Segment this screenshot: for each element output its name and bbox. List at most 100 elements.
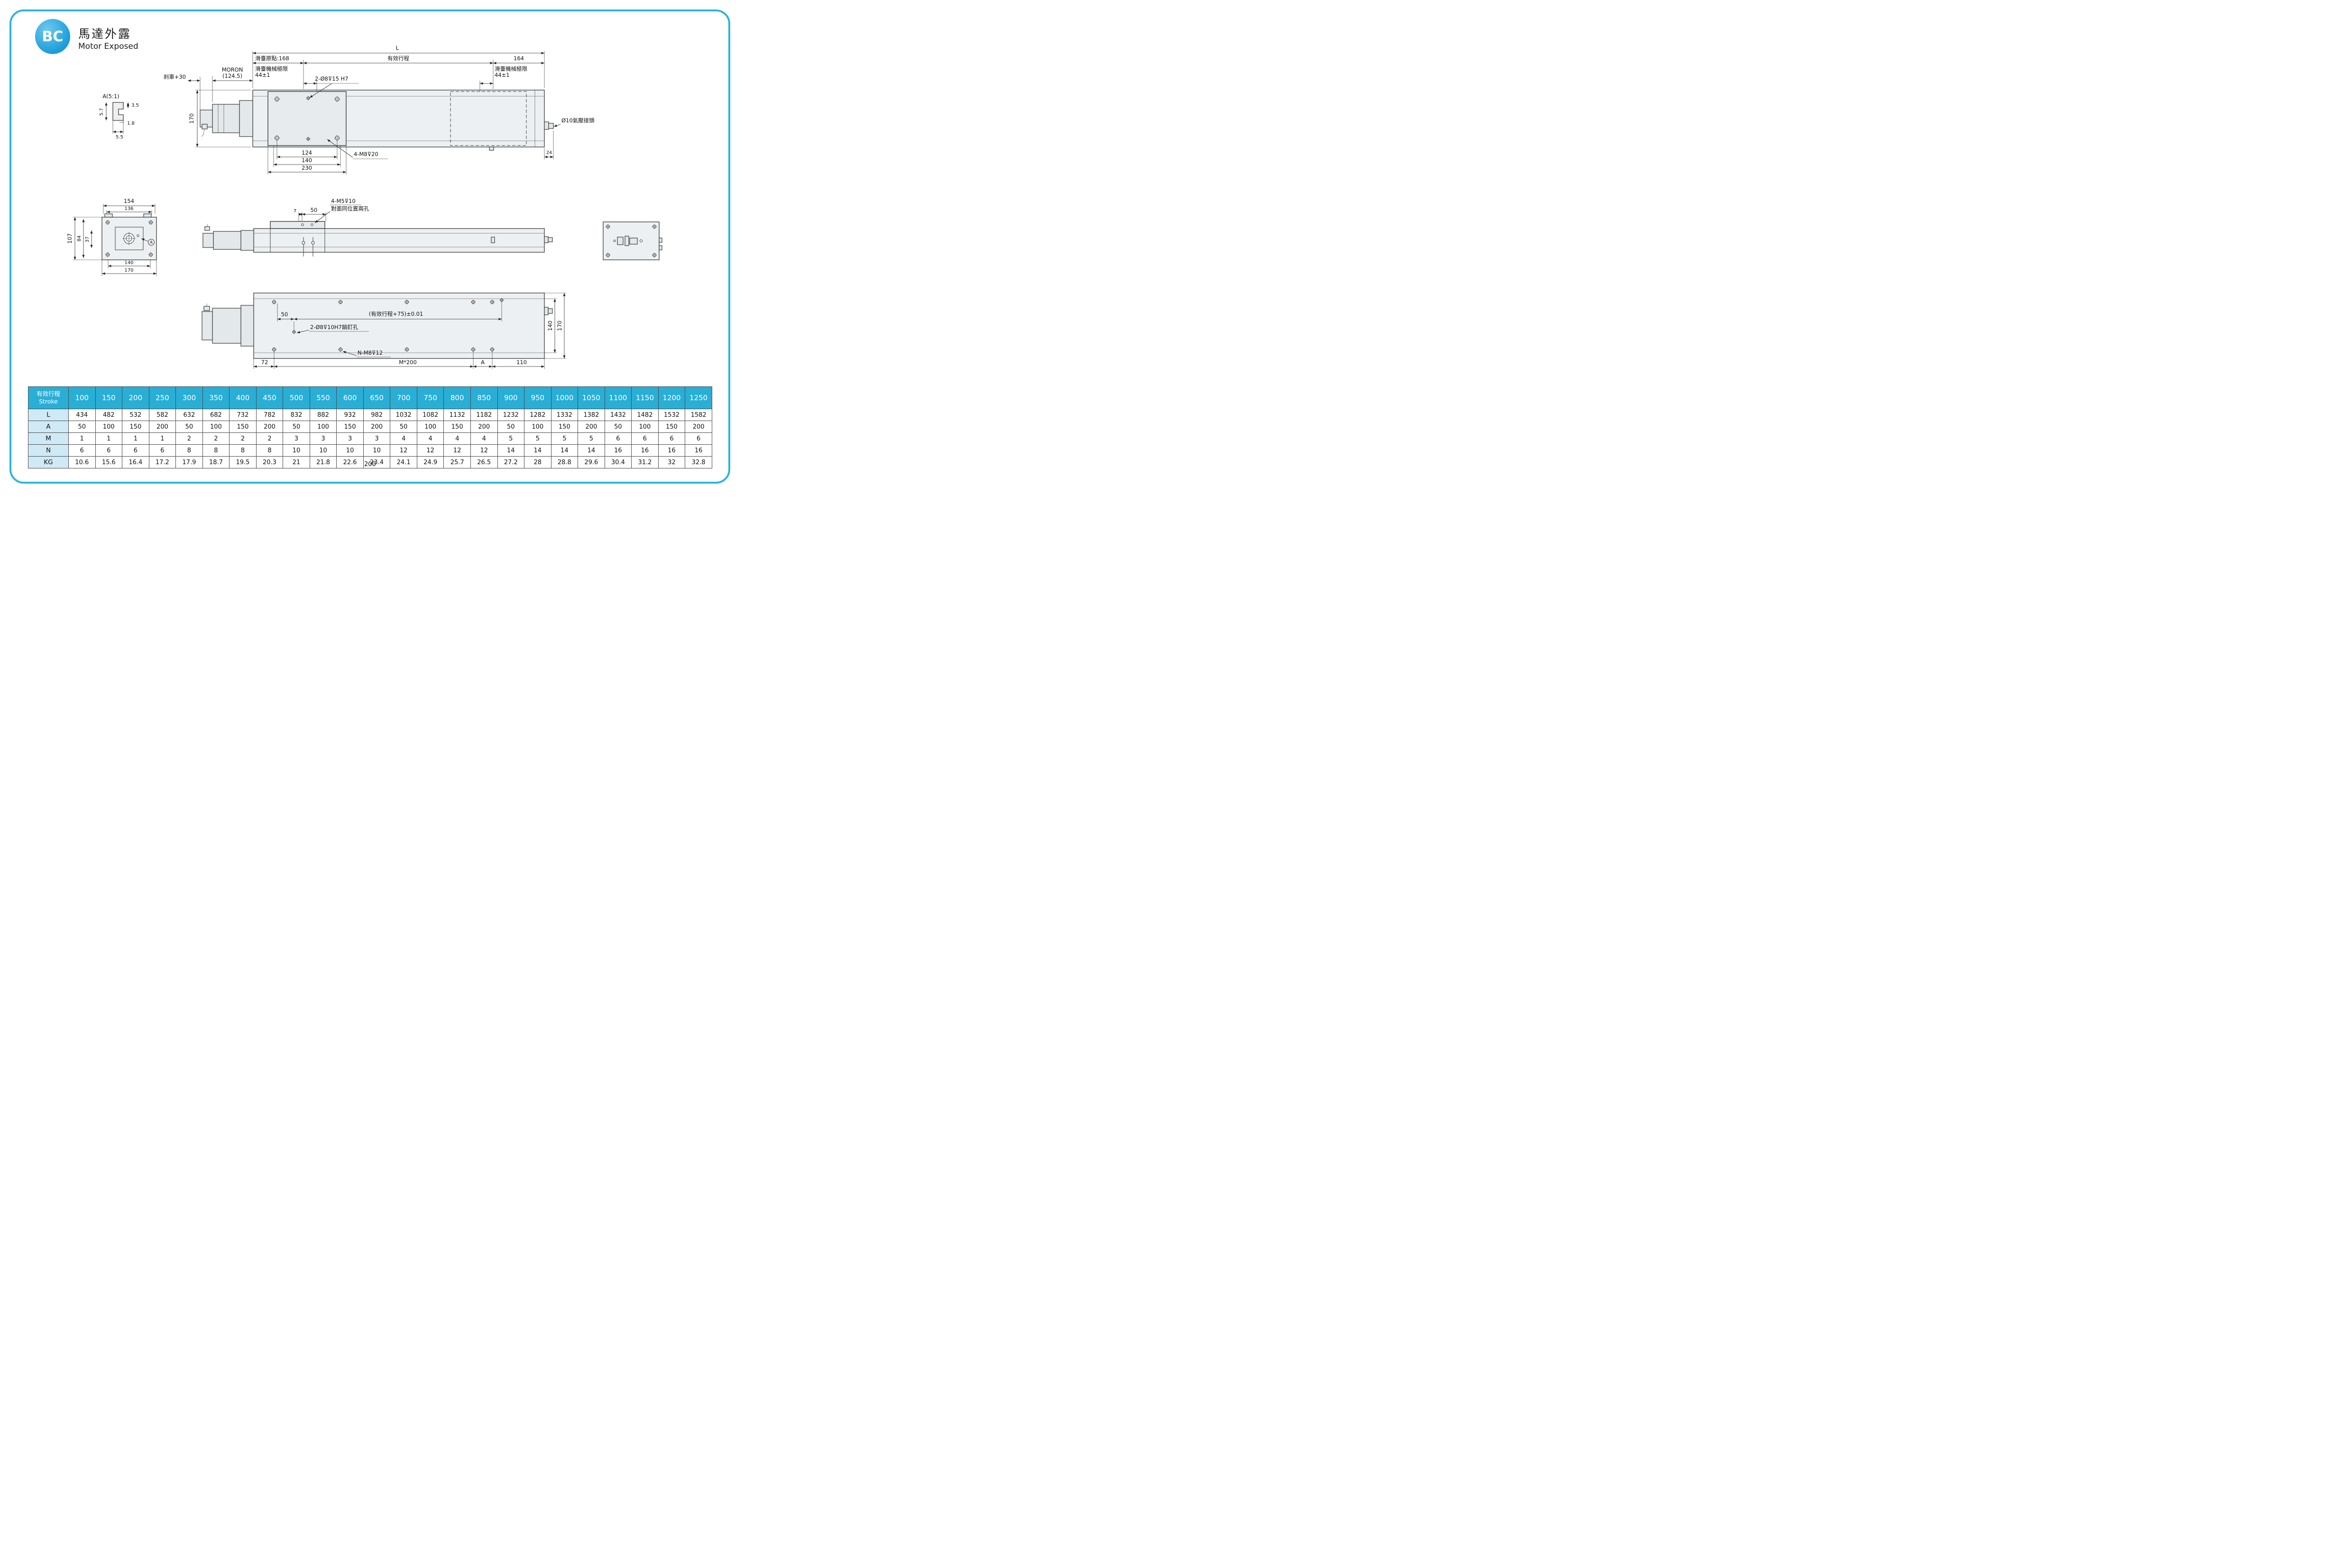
table-cell: 28.8 [551, 456, 579, 468]
table-cell: 17.2 [148, 456, 176, 468]
tap-m5-note: 對面同位置兩孔 [331, 205, 369, 212]
stroke-column-header: 450 [256, 386, 284, 409]
table-cell: 50 [390, 421, 417, 433]
table-cell: 24.9 [416, 456, 444, 468]
row-label-m: M [28, 432, 69, 445]
table-cell: 100 [416, 421, 444, 433]
table-cell: 16 [658, 444, 686, 457]
table-cell: 1332 [551, 409, 579, 421]
stroke-column-header: 400 [229, 386, 257, 409]
dim-140-label: 140 [302, 157, 312, 164]
table-cell: 582 [148, 409, 176, 421]
table-cell: 14 [551, 444, 579, 457]
table-cell: 3 [309, 432, 337, 445]
table-cell: 5 [551, 432, 579, 445]
table-cell: 1582 [685, 409, 712, 421]
table-cell: 6 [95, 444, 123, 457]
table-cell: 482 [95, 409, 123, 421]
table-cell: 23.4 [363, 456, 391, 468]
table-cell: 5 [578, 432, 605, 445]
table-cell: 32.8 [685, 456, 712, 468]
stroke-column-header: 1050 [578, 386, 605, 409]
dim-170-label: 170 [188, 113, 195, 124]
stroke-column-header: 1150 [631, 386, 659, 409]
table-cell: 1032 [390, 409, 417, 421]
table-cell: 16 [631, 444, 659, 457]
stroke-column-header: 800 [443, 386, 471, 409]
table-cell: 10 [283, 444, 310, 457]
right-end-view [603, 221, 662, 260]
stroke-column-header: 1000 [551, 386, 579, 409]
table-cell: 3 [363, 432, 391, 445]
table-cell: 100 [95, 421, 123, 433]
stroke-column-header: 750 [416, 386, 444, 409]
stroke-column-header: 250 [148, 386, 176, 409]
table-cell: 19.5 [229, 456, 257, 468]
table-cell: 1532 [658, 409, 686, 421]
table-cell: 5 [524, 432, 551, 445]
stroke-column-header: 700 [390, 386, 417, 409]
table-cell: 200 [256, 421, 284, 433]
table-cell: 982 [363, 409, 391, 421]
limit-left-line2: 44±1 [255, 72, 270, 78]
table-cell: 150 [229, 421, 257, 433]
left-end-view: A 154 136 107 84 37 140 170 [66, 198, 157, 276]
table-cell: 18.7 [202, 456, 230, 468]
table-cell: 4 [390, 432, 417, 445]
dim-brake-label: 刹車+30 [164, 73, 186, 80]
limit-right-line1: 滑臺機械極限 [495, 65, 527, 72]
dim-107-label: 107 [66, 233, 73, 244]
dowel-holes-label: 2-Ø8⊽15 H7 [315, 75, 349, 82]
table-cell: 27.2 [497, 456, 525, 468]
stroke-column-header: 350 [202, 386, 230, 409]
stroke-column-header: 1250 [685, 386, 712, 409]
table-cell: 2 [202, 432, 230, 445]
table-cell: 150 [551, 421, 579, 433]
table-cell: 26.5 [470, 456, 498, 468]
table-cell: 2 [175, 432, 203, 445]
detail-a-view: A(5:1) 3.5 5.7 1.8 5.5 [99, 93, 139, 140]
dim-motor-label: MORON [222, 66, 243, 73]
page-border [9, 9, 730, 484]
dim-170c-label: 170 [556, 321, 563, 331]
stroke-header-en: Stroke [39, 398, 58, 405]
datasheet-page: BC 馬達外露 Motor Exposed [0, 0, 740, 493]
tap-m8-label: 4-M8⊽20 [354, 151, 378, 157]
dim-136-label: 136 [124, 206, 133, 211]
table-cell: 4 [443, 432, 471, 445]
detail-marker-a: A [150, 240, 153, 245]
row-label-kg: KG [28, 456, 69, 468]
dim-a-label: A [481, 359, 485, 366]
dim-154-label: 154 [124, 198, 134, 204]
table-cell: 1 [148, 432, 176, 445]
table-cell: 100 [524, 421, 551, 433]
table-cell: 434 [68, 409, 96, 421]
dim-170b-label: 170 [124, 268, 133, 273]
table-cell: 1 [68, 432, 96, 445]
table-cell: 12 [470, 444, 498, 457]
table-cell: 16 [685, 444, 712, 457]
dim-motor-length: (124.5) [222, 73, 242, 79]
table-cell: 1132 [443, 409, 471, 421]
dim-origin-label: 滑臺原點:168 [255, 55, 289, 62]
series-badge: BC [35, 19, 70, 54]
dim-84-label: 84 [77, 236, 82, 242]
table-cell: 10 [336, 444, 364, 457]
limit-right-line2: 44±1 [495, 72, 510, 78]
table-cell: 932 [336, 409, 364, 421]
page-subtitle: Motor Exposed [78, 42, 138, 51]
dim-24-label: 24 [546, 150, 552, 156]
dim-50-label: 50 [311, 207, 318, 213]
page-title: 馬達外露 [78, 27, 132, 41]
bottom-view: 50 (有效行程+75)±0.01 2-Ø8⊽10H7銷釘孔 N-M8⊽12 7… [202, 293, 566, 369]
table-cell: 16 [604, 444, 632, 457]
table-cell: 20.3 [256, 456, 284, 468]
dim-230-label: 230 [302, 165, 312, 171]
table-cell: 32 [658, 456, 686, 468]
dowel-pin-label: 2-Ø8⊽10H7銷釘孔 [310, 324, 358, 330]
stroke-column-header: 900 [497, 386, 525, 409]
row-label-a: A [28, 421, 69, 433]
table-cell: 200 [363, 421, 391, 433]
stroke-column-header: 200 [122, 386, 149, 409]
